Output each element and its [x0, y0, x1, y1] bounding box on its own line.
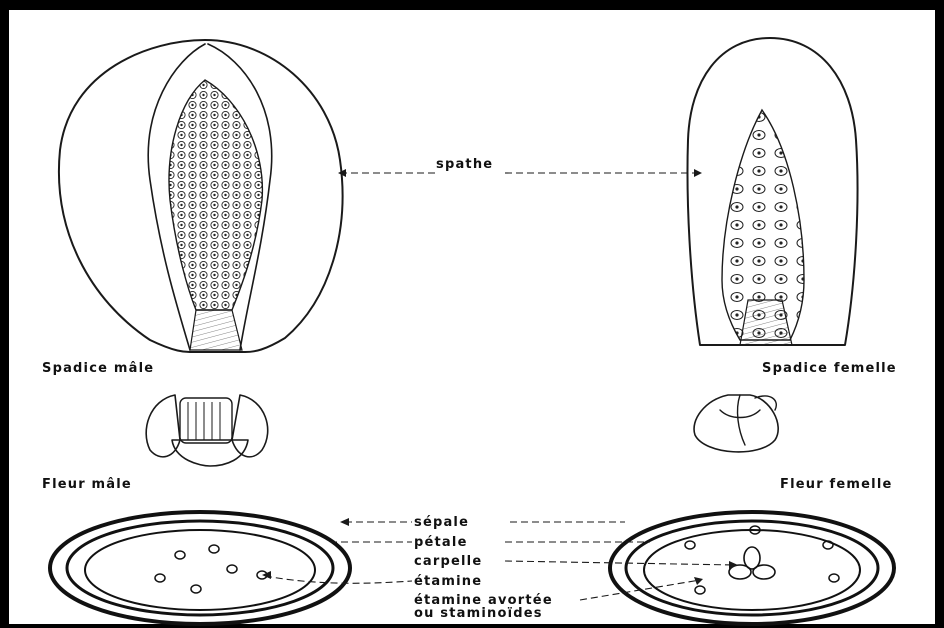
petale-label: pétale — [414, 535, 468, 550]
sepale-label: sépale — [414, 515, 469, 530]
etamine-label: étamine — [414, 574, 482, 589]
etamine-avortee-label-line2: ou staminoïdes — [414, 606, 543, 621]
spadice-femelle-label: Spadice femelle — [762, 361, 897, 376]
fleur-femelle-label: Fleur femelle — [780, 477, 893, 492]
spadice-male-label: Spadice mâle — [42, 361, 154, 376]
carpelle-label: carpelle — [414, 554, 482, 569]
spathe-label: spathe — [436, 157, 493, 172]
fleur-male-label: Fleur mâle — [42, 477, 132, 492]
